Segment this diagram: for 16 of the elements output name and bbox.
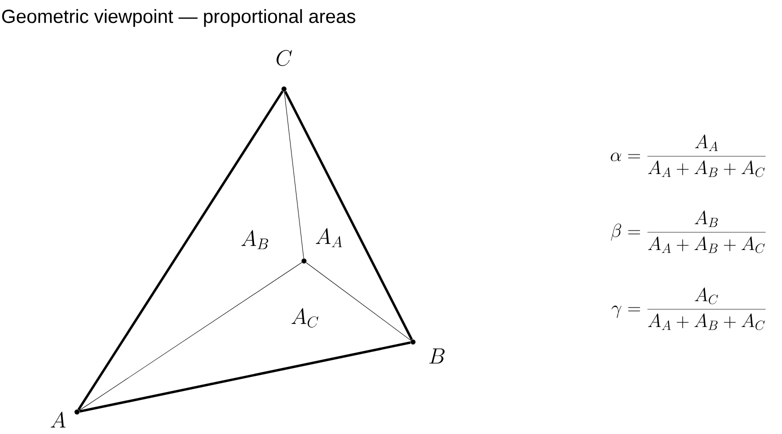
formula: $\beta = \frac{A_B}{A_A + A_B + A_C}$ <box>610 210 766 254</box>
vertex-label: $C$ <box>276 50 292 66</box>
area-label: $A_B$ <box>241 230 268 250</box>
line-segment <box>284 90 413 340</box>
area-label: $A_C$ <box>291 308 318 328</box>
line-segment <box>77 90 284 410</box>
area-label: $A_A$ <box>316 228 342 248</box>
formula: $\gamma = \frac{A_C}{A_A + A_B + A_C}$ <box>612 288 766 330</box>
formula: $\alpha = \frac{A_A}{A_A + A_B + A_C}$ <box>610 134 766 178</box>
line-segment <box>284 91 304 259</box>
line-segment <box>79 262 302 411</box>
line-segment <box>79 341 411 413</box>
vertex-label: $B$ <box>429 348 445 364</box>
title: Geometric viewpoint — proportional areas <box>2 9 356 27</box>
line-segment <box>306 262 412 341</box>
vertex-label: $A$ <box>50 412 66 428</box>
